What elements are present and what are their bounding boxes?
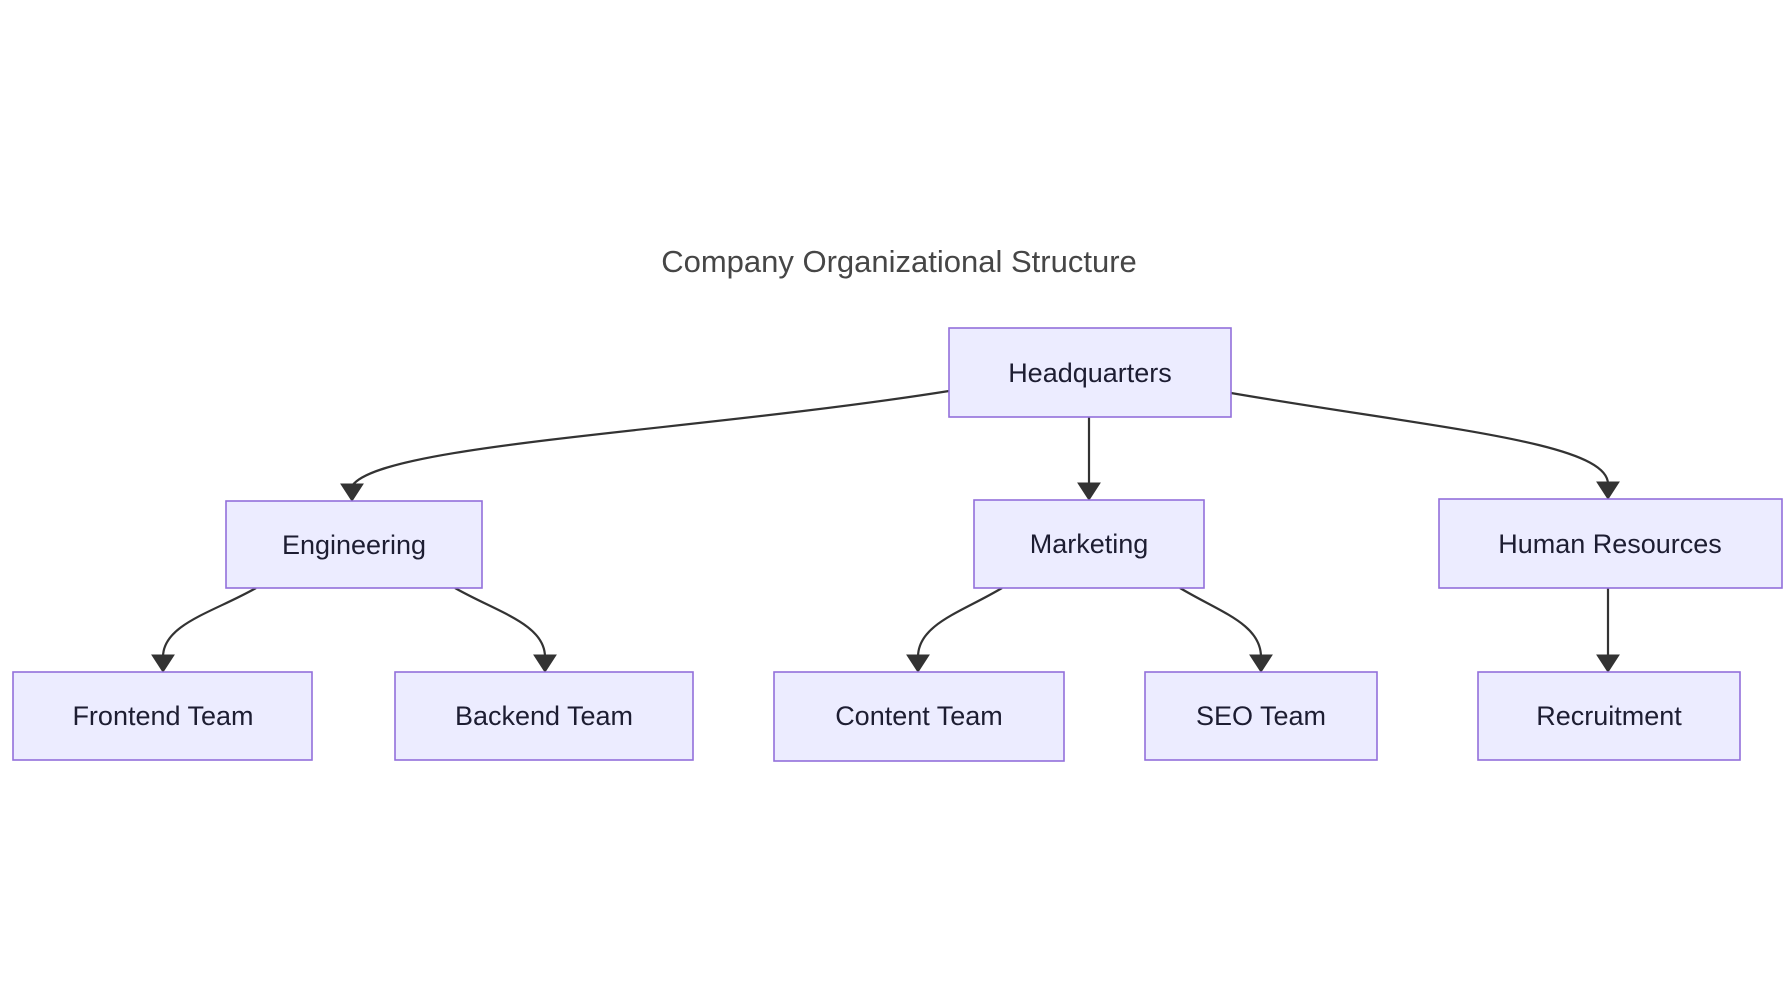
arrowhead-content-team-icon [906, 654, 930, 673]
arrowhead-marketing-icon [1077, 482, 1101, 501]
node-backend-team: Backend Team [394, 671, 694, 761]
edge-marketing-content-team [916, 587, 1003, 658]
node-recruitment-box [1477, 671, 1741, 761]
node-frontend-team: Frontend Team [12, 671, 313, 761]
edge-marketing-seo-team [1179, 587, 1263, 658]
node-engineering: Engineering [225, 500, 483, 589]
node-frontend-team-box [12, 671, 313, 761]
node-headquarters-label: Headquarters [1008, 358, 1172, 388]
node-seo-team-box [1144, 671, 1378, 761]
node-headquarters: Headquarters [948, 327, 1232, 418]
edge-headquarters-engineering [351, 389, 950, 487]
node-engineering-box [225, 500, 483, 589]
arrowhead-frontend-team-icon [151, 654, 175, 673]
node-human-resources-label: Human Resources [1498, 529, 1722, 559]
edge-headquarters-human-resources [1230, 391, 1610, 485]
node-human-resources: Human Resources [1438, 498, 1783, 589]
node-human-resources-box [1438, 498, 1783, 589]
node-recruitment: Recruitment [1477, 671, 1741, 761]
arrowhead-backend-team-icon [533, 654, 557, 673]
node-seo-team-label: SEO Team [1196, 701, 1326, 731]
node-engineering-label: Engineering [282, 530, 426, 560]
node-frontend-team-label: Frontend Team [72, 701, 253, 731]
node-recruitment-label: Recruitment [1536, 701, 1682, 731]
edge-engineering-backend-team [454, 587, 547, 658]
arrowhead-seo-team-icon [1249, 654, 1273, 673]
node-content-team-label: Content Team [835, 701, 1003, 731]
node-content-team-box [773, 671, 1065, 762]
node-marketing: Marketing [973, 499, 1205, 589]
node-marketing-label: Marketing [1030, 529, 1149, 559]
arrowhead-human-resources-icon [1596, 481, 1620, 500]
node-backend-team-box [394, 671, 694, 761]
arrowhead-engineering-icon [340, 483, 364, 502]
node-marketing-box [973, 499, 1205, 589]
edge-group [151, 389, 1620, 673]
arrowhead-recruitment-icon [1596, 654, 1620, 673]
edge-engineering-frontend-team [161, 587, 257, 658]
diagram-title: Company Organizational Structure [661, 244, 1137, 279]
node-seo-team: SEO Team [1144, 671, 1378, 761]
node-headquarters-box [948, 327, 1232, 418]
node-content-team: Content Team [773, 671, 1065, 762]
node-backend-team-label: Backend Team [455, 701, 633, 731]
